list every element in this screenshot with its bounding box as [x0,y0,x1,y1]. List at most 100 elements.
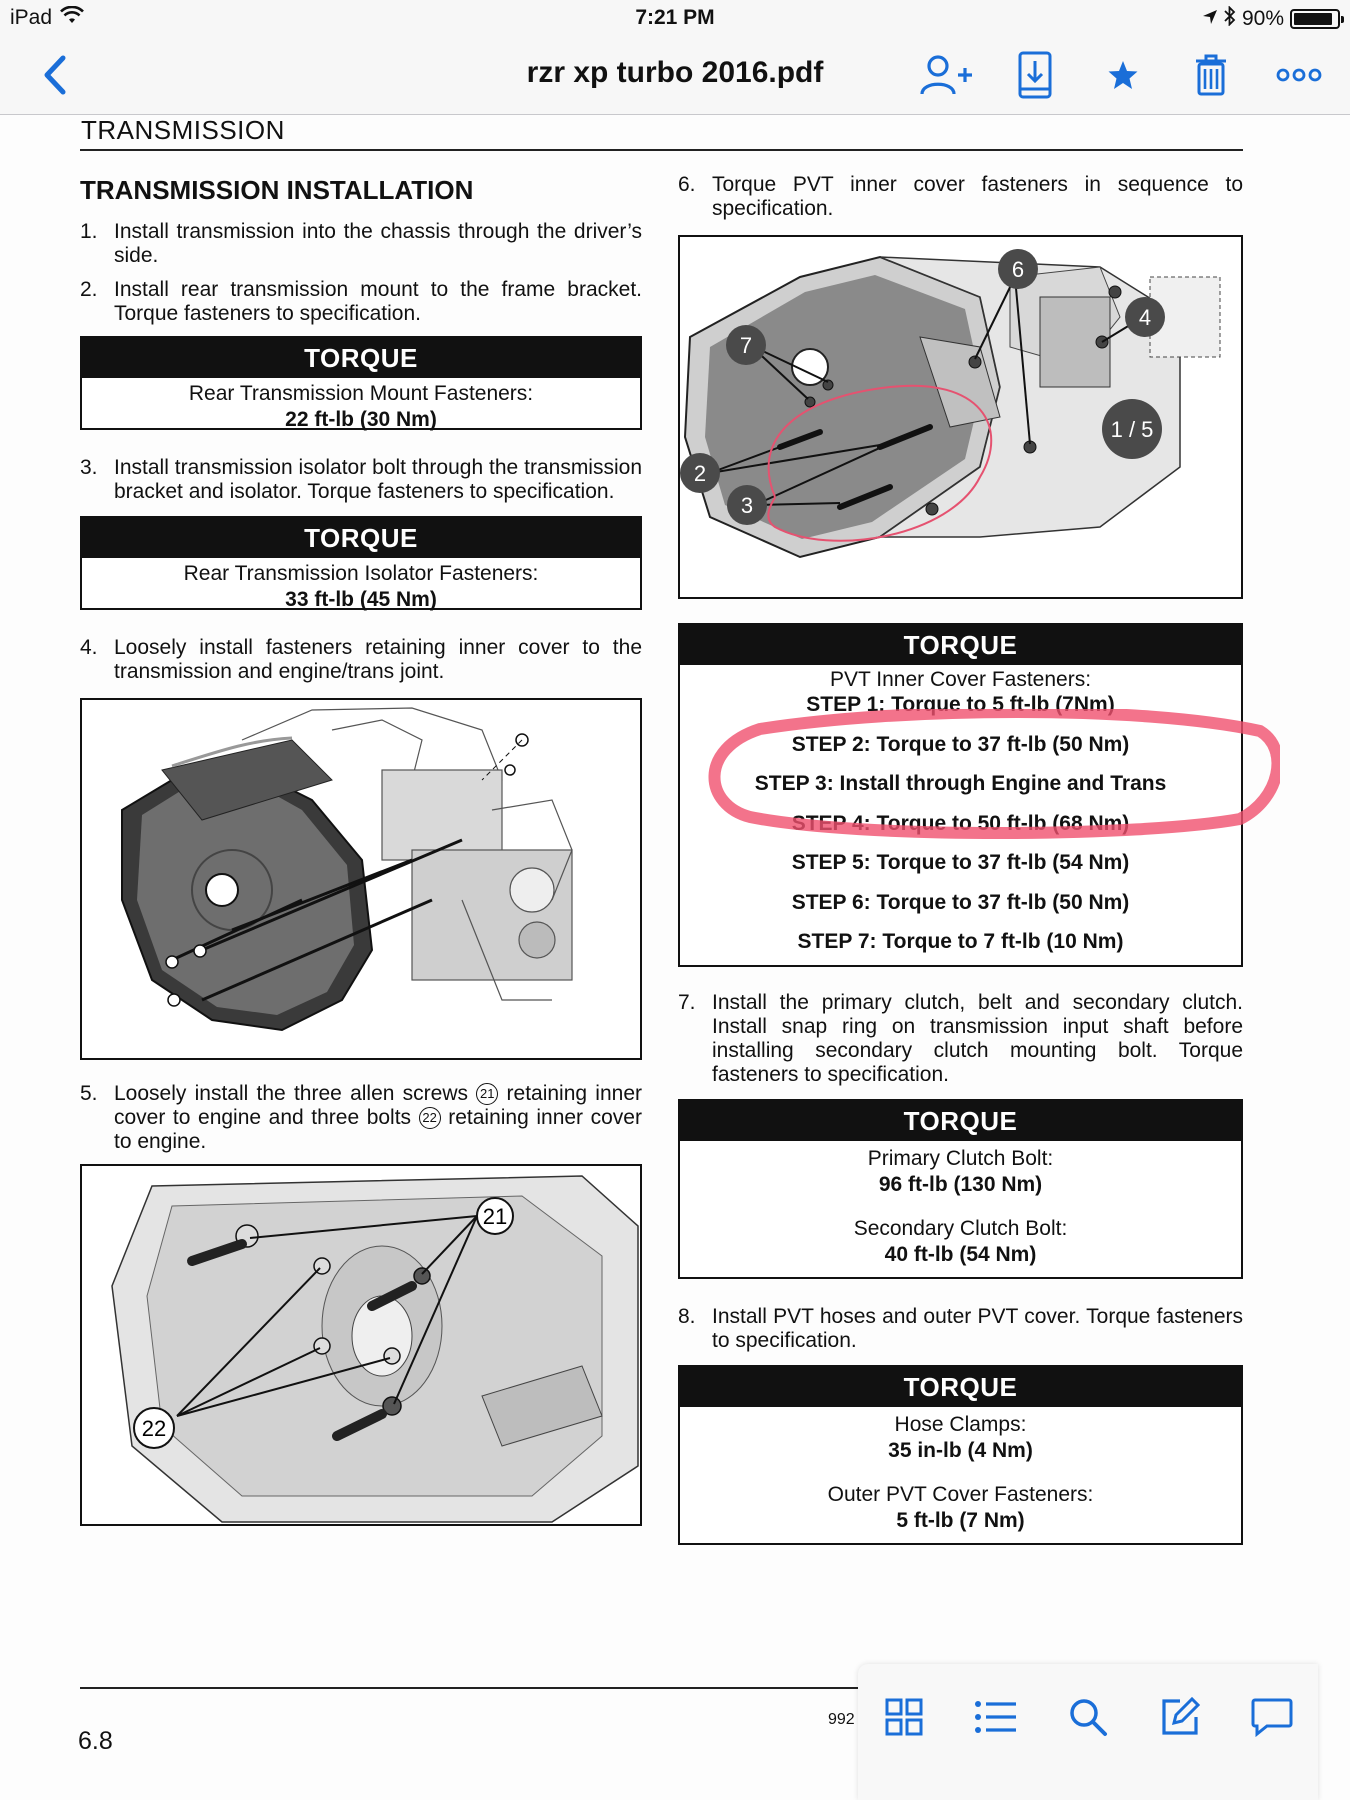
step-2: 2. Install rear transmission mount to th… [80,278,642,326]
torque-label: Rear Transmission Mount Fasteners: [188,382,534,405]
step-number: 5. [80,1082,98,1105]
search-icon [1070,1699,1107,1736]
engine-transmission-illustration [121,707,573,1032]
torque-step-1: STEP 1: Torque to 5 ft-lb (7Nm) [806,693,1115,716]
torque-step-3: STEP 3: Install through Engine and Trans [754,772,1167,795]
torque-step-6: STEP 6: Torque to 37 ft-lb (50 Nm) [791,890,1130,914]
download-button[interactable] [1004,46,1066,104]
figure-allen-screws: 21 22 [80,1164,642,1526]
header-rule [80,149,1243,151]
callout-ref-22: 22 [418,1107,441,1130]
pdf-page: TRANSMISSION TRANSMISSION INSTALLATION 1… [0,115,1350,1800]
step-text-part: retaining inner cover to engine. [114,1106,642,1153]
callout-ref-21: 21 [476,1083,499,1106]
torque-box-pvt-outer: TORQUE Hose Clamps: 35 in-lb (4 Nm) Oute… [678,1365,1243,1545]
battery-percent: 90% [1241,7,1284,30]
torque-label: Secondary Clutch Bolt: [853,1217,1068,1240]
step-text-part: retaining inner cover to engine and thre… [114,1082,643,1129]
torque-heading: TORQUE [680,1101,1241,1141]
torque-box-clutch: TORQUE Primary Clutch Bolt: 96 ft-lb (13… [678,1099,1243,1279]
download-icon [1018,51,1052,99]
step-4: 4. Loosely install fasteners retaining i… [80,636,642,684]
status-right: 90% [1202,5,1344,32]
bluetooth-icon [1224,5,1236,32]
page-number: 6.8 [78,1727,113,1755]
step-text: Install transmission isolator bolt throu… [114,456,642,503]
torque-heading: TORQUE [680,625,1241,665]
step-6: 6. Torque PVT inner cover fasteners in s… [678,173,1243,221]
step-text: Torque PVT inner cover fasteners in sequ… [712,173,1243,220]
torque-step-7: STEP 7: Torque to 7 ft-lb (10 Nm) [797,930,1124,953]
comments-button[interactable] [1241,1686,1303,1748]
more-button[interactable] [1268,46,1330,104]
torque-box-mount: TORQUE Rear Transmission Mount Fasteners… [80,336,642,431]
right-column: 6. Torque PVT inner cover fasteners in s… [678,173,1280,1545]
annotate-button[interactable] [1149,1686,1211,1748]
pvt-inner-cover-illustration: 6 4 7 1 / 5 2 3 [680,249,1221,559]
edit-icon [1162,1697,1200,1735]
torque-value: 96 ft-lb (130 Nm) [878,1173,1043,1196]
step-number: 6. [678,173,696,196]
section-title: TRANSMISSION INSTALLATION [80,175,474,205]
callout-2: 2 [694,461,706,486]
step-7: 7. Install the primary clutch, belt and … [678,991,1243,1087]
inner-cover-fastener-illustration: 21 22 [111,1175,639,1523]
step-number: 2. [80,278,98,301]
torque-label: Primary Clutch Bolt: [867,1147,1054,1170]
callout-6: 6 [1012,257,1024,282]
battery-level [1294,13,1332,25]
step-1: 1. Install transmission into the chassis… [80,220,642,268]
battery-icon [1290,9,1344,29]
search-button[interactable] [1057,1686,1119,1748]
outline-button[interactable] [965,1686,1027,1748]
document-code: 992 [828,1711,855,1728]
more-icon [1276,68,1322,82]
favorite-button[interactable] [1092,46,1154,104]
torque-step-2: STEP 2: Torque to 37 ft-lb (50 Nm) [791,732,1130,756]
delete-button[interactable] [1180,46,1242,104]
torque-value: 5 ft-lb (7 Nm) [896,1509,1025,1532]
step-text-part: Loosely install the three allen screws [114,1082,469,1105]
step-number: 4. [80,636,98,659]
torque-step-4: STEP 4: Torque to 50 ft-lb (68 Nm) [791,811,1130,835]
torque-value: 35 in-lb (4 Nm) [888,1439,1033,1462]
step-text: Loosely install the three allen screws 2… [114,1082,642,1154]
torque-box-isolator: TORQUE Rear Transmission Isolator Fasten… [80,516,642,611]
step-number: 8. [678,1305,696,1328]
torque-label: Hose Clamps: [894,1413,1027,1436]
step-text: Install transmission into the chassis th… [114,220,642,267]
step-3: 3. Install transmission isolator bolt th… [80,456,642,504]
torque-box-pvt-inner-cover: TORQUE PVT Inner Cover Fasteners: STEP 1… [678,623,1280,967]
figure-inner-cover-install [80,698,642,1060]
step-number: 1. [80,220,98,243]
status-time: 7:21 PM [635,6,715,29]
callout-4: 4 [1139,305,1151,330]
back-chevron-icon [44,55,66,95]
share-with-people-button[interactable] [916,46,978,104]
torque-steps-list: STEP 1: Torque to 5 ft-lb (7Nm) STEP 2: T… [680,685,1241,962]
torque-label: Rear Transmission Isolator Fasteners: [183,562,539,585]
status-bar: iPad 7:21 PM 90% [0,0,1350,36]
grid-icon [885,1698,923,1736]
step-number: 7. [678,991,696,1014]
comment-icon [1251,1698,1293,1737]
carrier-label: iPad [10,6,53,29]
callout-7: 7 [740,333,752,358]
torque-heading: TORQUE [82,338,640,378]
figure-pvt-sequence: 6 4 7 1 / 5 2 3 [678,235,1243,599]
torque-value: 40 ft-lb (54 Nm) [884,1243,1037,1266]
callout-21: 21 [483,1204,507,1229]
step-text: Loosely install fasteners retaining inne… [114,636,642,683]
thumbnails-button[interactable] [873,1686,935,1748]
callout-22: 22 [142,1416,166,1441]
location-icon [1202,7,1218,31]
torque-heading: TORQUE [680,1367,1241,1407]
back-button[interactable] [30,50,80,100]
callout-3: 3 [741,493,753,518]
status-left: iPad [10,5,84,30]
nav-bar: rzr xp turbo 2016.pdf [0,36,1350,115]
nav-actions [916,46,1330,104]
torque-value: 22 ft-lb (30 Nm) [285,408,437,431]
torque-label: PVT Inner Cover Fasteners: [829,668,1092,691]
star-icon [1108,61,1138,89]
